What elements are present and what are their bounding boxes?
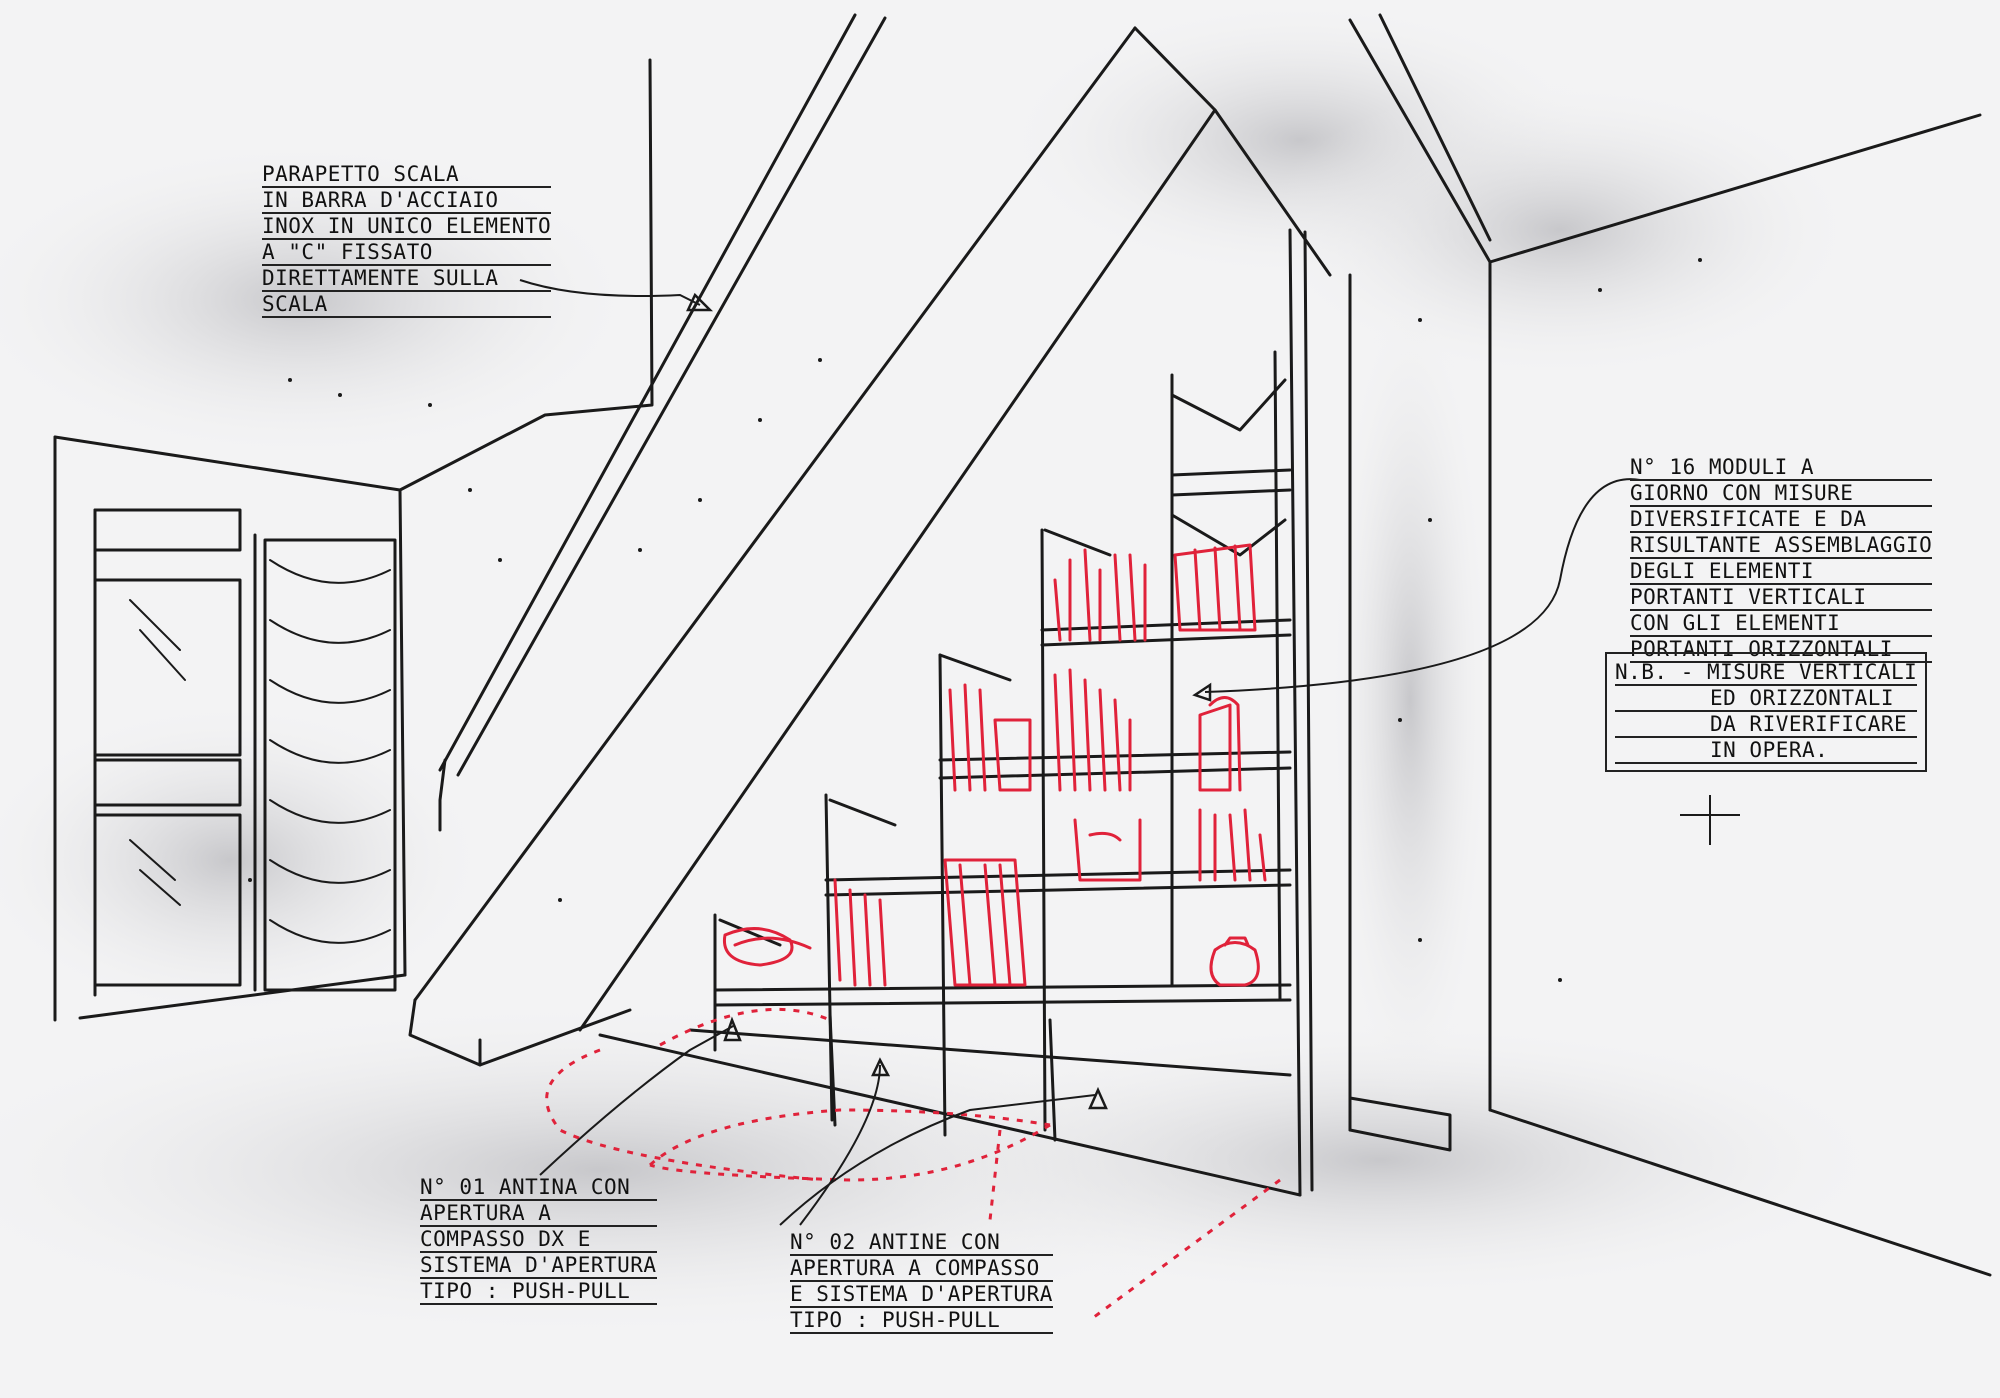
note-line: TIPO : PUSH-PULL: [420, 1279, 657, 1305]
note-line: E SISTEMA D'APERTURA: [790, 1282, 1053, 1308]
note-parapetto: PARAPETTO SCALA IN BARRA D'ACCIAIO INOX …: [262, 162, 552, 318]
note-line: INOX IN UNICO ELEMENTO: [262, 214, 552, 240]
books-and-objects: [722, 543, 1267, 987]
note-line: COMPASSO DX E: [420, 1227, 657, 1253]
note-line: IN BARRA D'ACCIAIO: [262, 188, 552, 214]
note-line: APERTURA A: [420, 1201, 657, 1227]
note-line: PORTANTI VERTICALI: [1630, 585, 1933, 611]
note-line: N° 16 MODULI A: [1630, 455, 1933, 481]
note-line: CON GLI ELEMENTI: [1630, 611, 1933, 637]
note-line: N° 01 ANTINA CON: [420, 1175, 657, 1201]
note-nb: N.B. - MISURE VERTICALI ED ORIZZONTALI D…: [1605, 652, 1928, 772]
door-and-cabinet: [93, 508, 397, 997]
note-line: PARAPETTO SCALA: [262, 162, 552, 188]
note-line: A "C" FISSATO: [262, 240, 552, 266]
stipple-dots: [248, 258, 1702, 982]
note-line: GIORNO CON MISURE: [1630, 481, 1933, 507]
note-line: DA RIVERIFICARE: [1615, 712, 1918, 738]
note-antine-02: N° 02 ANTINE CON APERTURA A COMPASSO E S…: [790, 1230, 1053, 1334]
note-moduli: N° 16 MODULI A GIORNO CON MISURE DIVERSI…: [1630, 455, 1933, 663]
bookcase-frame: [598, 228, 1452, 1197]
note-line: APERTURA A COMPASSO: [790, 1256, 1053, 1282]
note-line: N° 02 ANTINE CON: [790, 1230, 1053, 1256]
note-line: SISTEMA D'APERTURA: [420, 1253, 657, 1279]
note-line: DEGLI ELEMENTI: [1630, 559, 1933, 585]
leader-lines: [519, 279, 1740, 1226]
note-line: SCALA: [262, 292, 552, 318]
handrail: [439, 14, 856, 771]
note-line: PORTANTI ORIZZONTALI: [1630, 637, 1933, 663]
note-line: DIRETTAMENTE SULLA: [262, 266, 552, 292]
arrowheads: [686, 292, 1212, 1110]
door-swing-lines: [545, 1007, 1281, 1322]
note-line: N.B. - MISURE VERTICALI: [1615, 660, 1918, 686]
note-line: TIPO : PUSH-PULL: [790, 1308, 1053, 1334]
note-line: IN OPERA.: [1615, 738, 1918, 764]
note-line: DIVERSIFICATE E DA: [1630, 507, 1933, 533]
note-line: ED ORIZZONTALI: [1615, 686, 1918, 712]
note-line: RISULTANTE ASSEMBLAGGIO: [1630, 533, 1933, 559]
room-outline: [53, 13, 1992, 1277]
note-antina-01: N° 01 ANTINA CON APERTURA A COMPASSO DX …: [420, 1175, 657, 1305]
